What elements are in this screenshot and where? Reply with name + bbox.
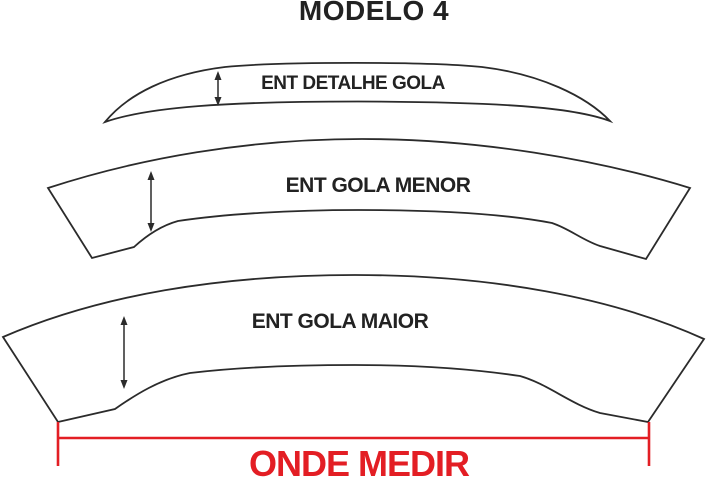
page-title: MODELO 4: [298, 0, 450, 26]
height-arrow-icon: [147, 171, 155, 232]
measure-label: ONDE MEDIR: [248, 443, 470, 480]
measure-indicator: [56, 422, 651, 466]
gola-menor-outline: [46, 138, 692, 261]
piece-label-detalhe-gola: ENT DETALHE GOLA: [261, 73, 445, 94]
gola-maior-outline: [1, 274, 706, 424]
piece-label-gola-maior: ENT GOLA MAIOR: [251, 310, 429, 333]
height-arrow-icon: [120, 316, 128, 389]
detalhe-gola-outline: [102, 61, 614, 124]
height-arrow-icon: [214, 71, 222, 106]
piece-label-gola-menor: ENT GOLA MENOR: [285, 174, 471, 197]
